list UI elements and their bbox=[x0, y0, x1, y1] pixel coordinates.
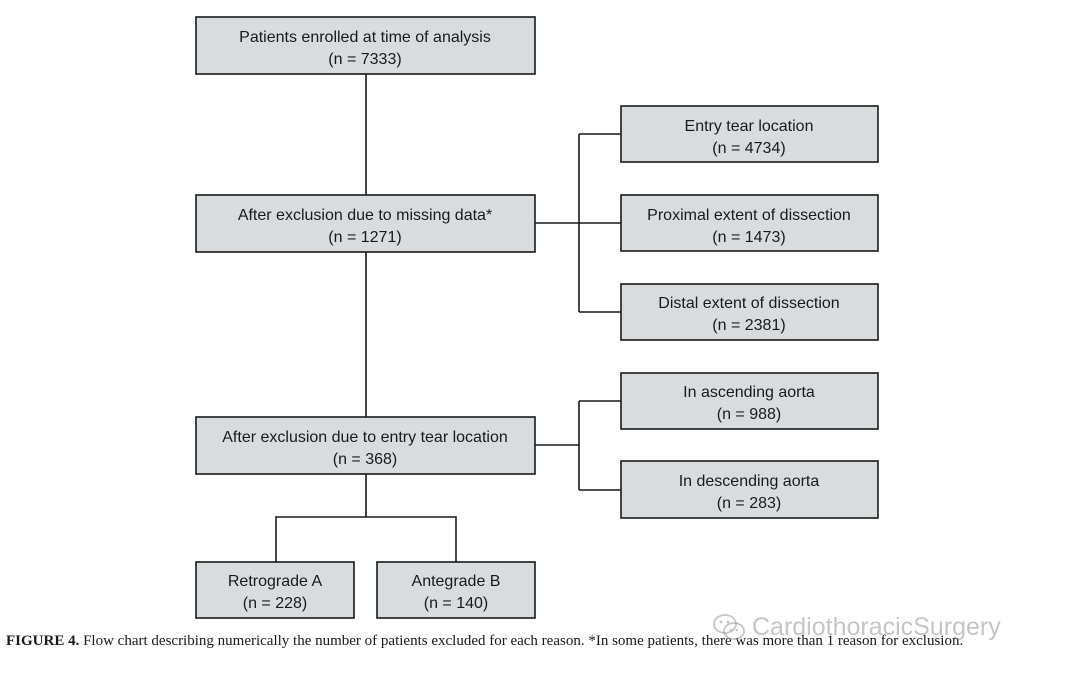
box-enrolled: Patients enrolled at time of analysis (n… bbox=[195, 16, 536, 75]
figure-caption: FIGURE 4. Flow chart describing numerica… bbox=[6, 630, 1072, 652]
box-antegrade-count: (n = 140) bbox=[424, 595, 488, 612]
connector-missing-branch bbox=[535, 133, 621, 313]
box-distal-extent: Distal extent of dissection (n = 2381) bbox=[620, 283, 879, 341]
box-missing-data-count: (n = 1271) bbox=[328, 229, 401, 246]
box-retrograde-label: Retrograde A bbox=[228, 573, 323, 590]
box-entry-tear-label: Entry tear location bbox=[685, 118, 814, 135]
box-enrolled-count: (n = 7333) bbox=[328, 51, 401, 68]
box-entry-tear-exclusion-label: After exclusion due to entry tear locati… bbox=[222, 429, 508, 446]
box-missing-data: After exclusion due to missing data* (n … bbox=[195, 194, 536, 253]
connector-entry-exclusion-to-outcomes bbox=[275, 474, 457, 562]
box-missing-data-label: After exclusion due to missing data* bbox=[238, 207, 492, 224]
box-retrograde: Retrograde A (n = 228) bbox=[195, 561, 355, 619]
box-distal-extent-count: (n = 2381) bbox=[712, 317, 785, 334]
box-ascending-count: (n = 988) bbox=[717, 406, 781, 423]
box-enrolled-label: Patients enrolled at time of analysis bbox=[239, 29, 491, 46]
box-descending-label: In descending aorta bbox=[679, 473, 820, 490]
box-descending: In descending aorta (n = 283) bbox=[620, 460, 879, 519]
box-ascending: In ascending aorta (n = 988) bbox=[620, 372, 879, 430]
box-ascending-label: In ascending aorta bbox=[683, 384, 815, 401]
box-proximal-extent: Proximal extent of dissection (n = 1473) bbox=[620, 194, 879, 252]
figure-caption-label: FIGURE 4. bbox=[6, 633, 80, 649]
box-antegrade-label: Antegrade B bbox=[412, 573, 501, 590]
connector-entry-exclusion-branch bbox=[535, 400, 621, 491]
box-distal-extent-label: Distal extent of dissection bbox=[658, 295, 839, 312]
box-antegrade: Antegrade B (n = 140) bbox=[376, 561, 536, 619]
figure-caption-text: Flow chart describing numerically the nu… bbox=[83, 633, 964, 649]
connectors bbox=[275, 74, 621, 562]
box-proximal-extent-count: (n = 1473) bbox=[712, 229, 785, 246]
box-entry-tear: Entry tear location (n = 4734) bbox=[620, 105, 879, 163]
box-descending-count: (n = 283) bbox=[717, 495, 781, 512]
box-retrograde-count: (n = 228) bbox=[243, 595, 307, 612]
box-entry-tear-exclusion-count: (n = 368) bbox=[333, 451, 397, 468]
box-entry-tear-count: (n = 4734) bbox=[712, 140, 785, 157]
box-entry-tear-exclusion: After exclusion due to entry tear locati… bbox=[195, 416, 536, 475]
box-proximal-extent-label: Proximal extent of dissection bbox=[647, 207, 851, 224]
